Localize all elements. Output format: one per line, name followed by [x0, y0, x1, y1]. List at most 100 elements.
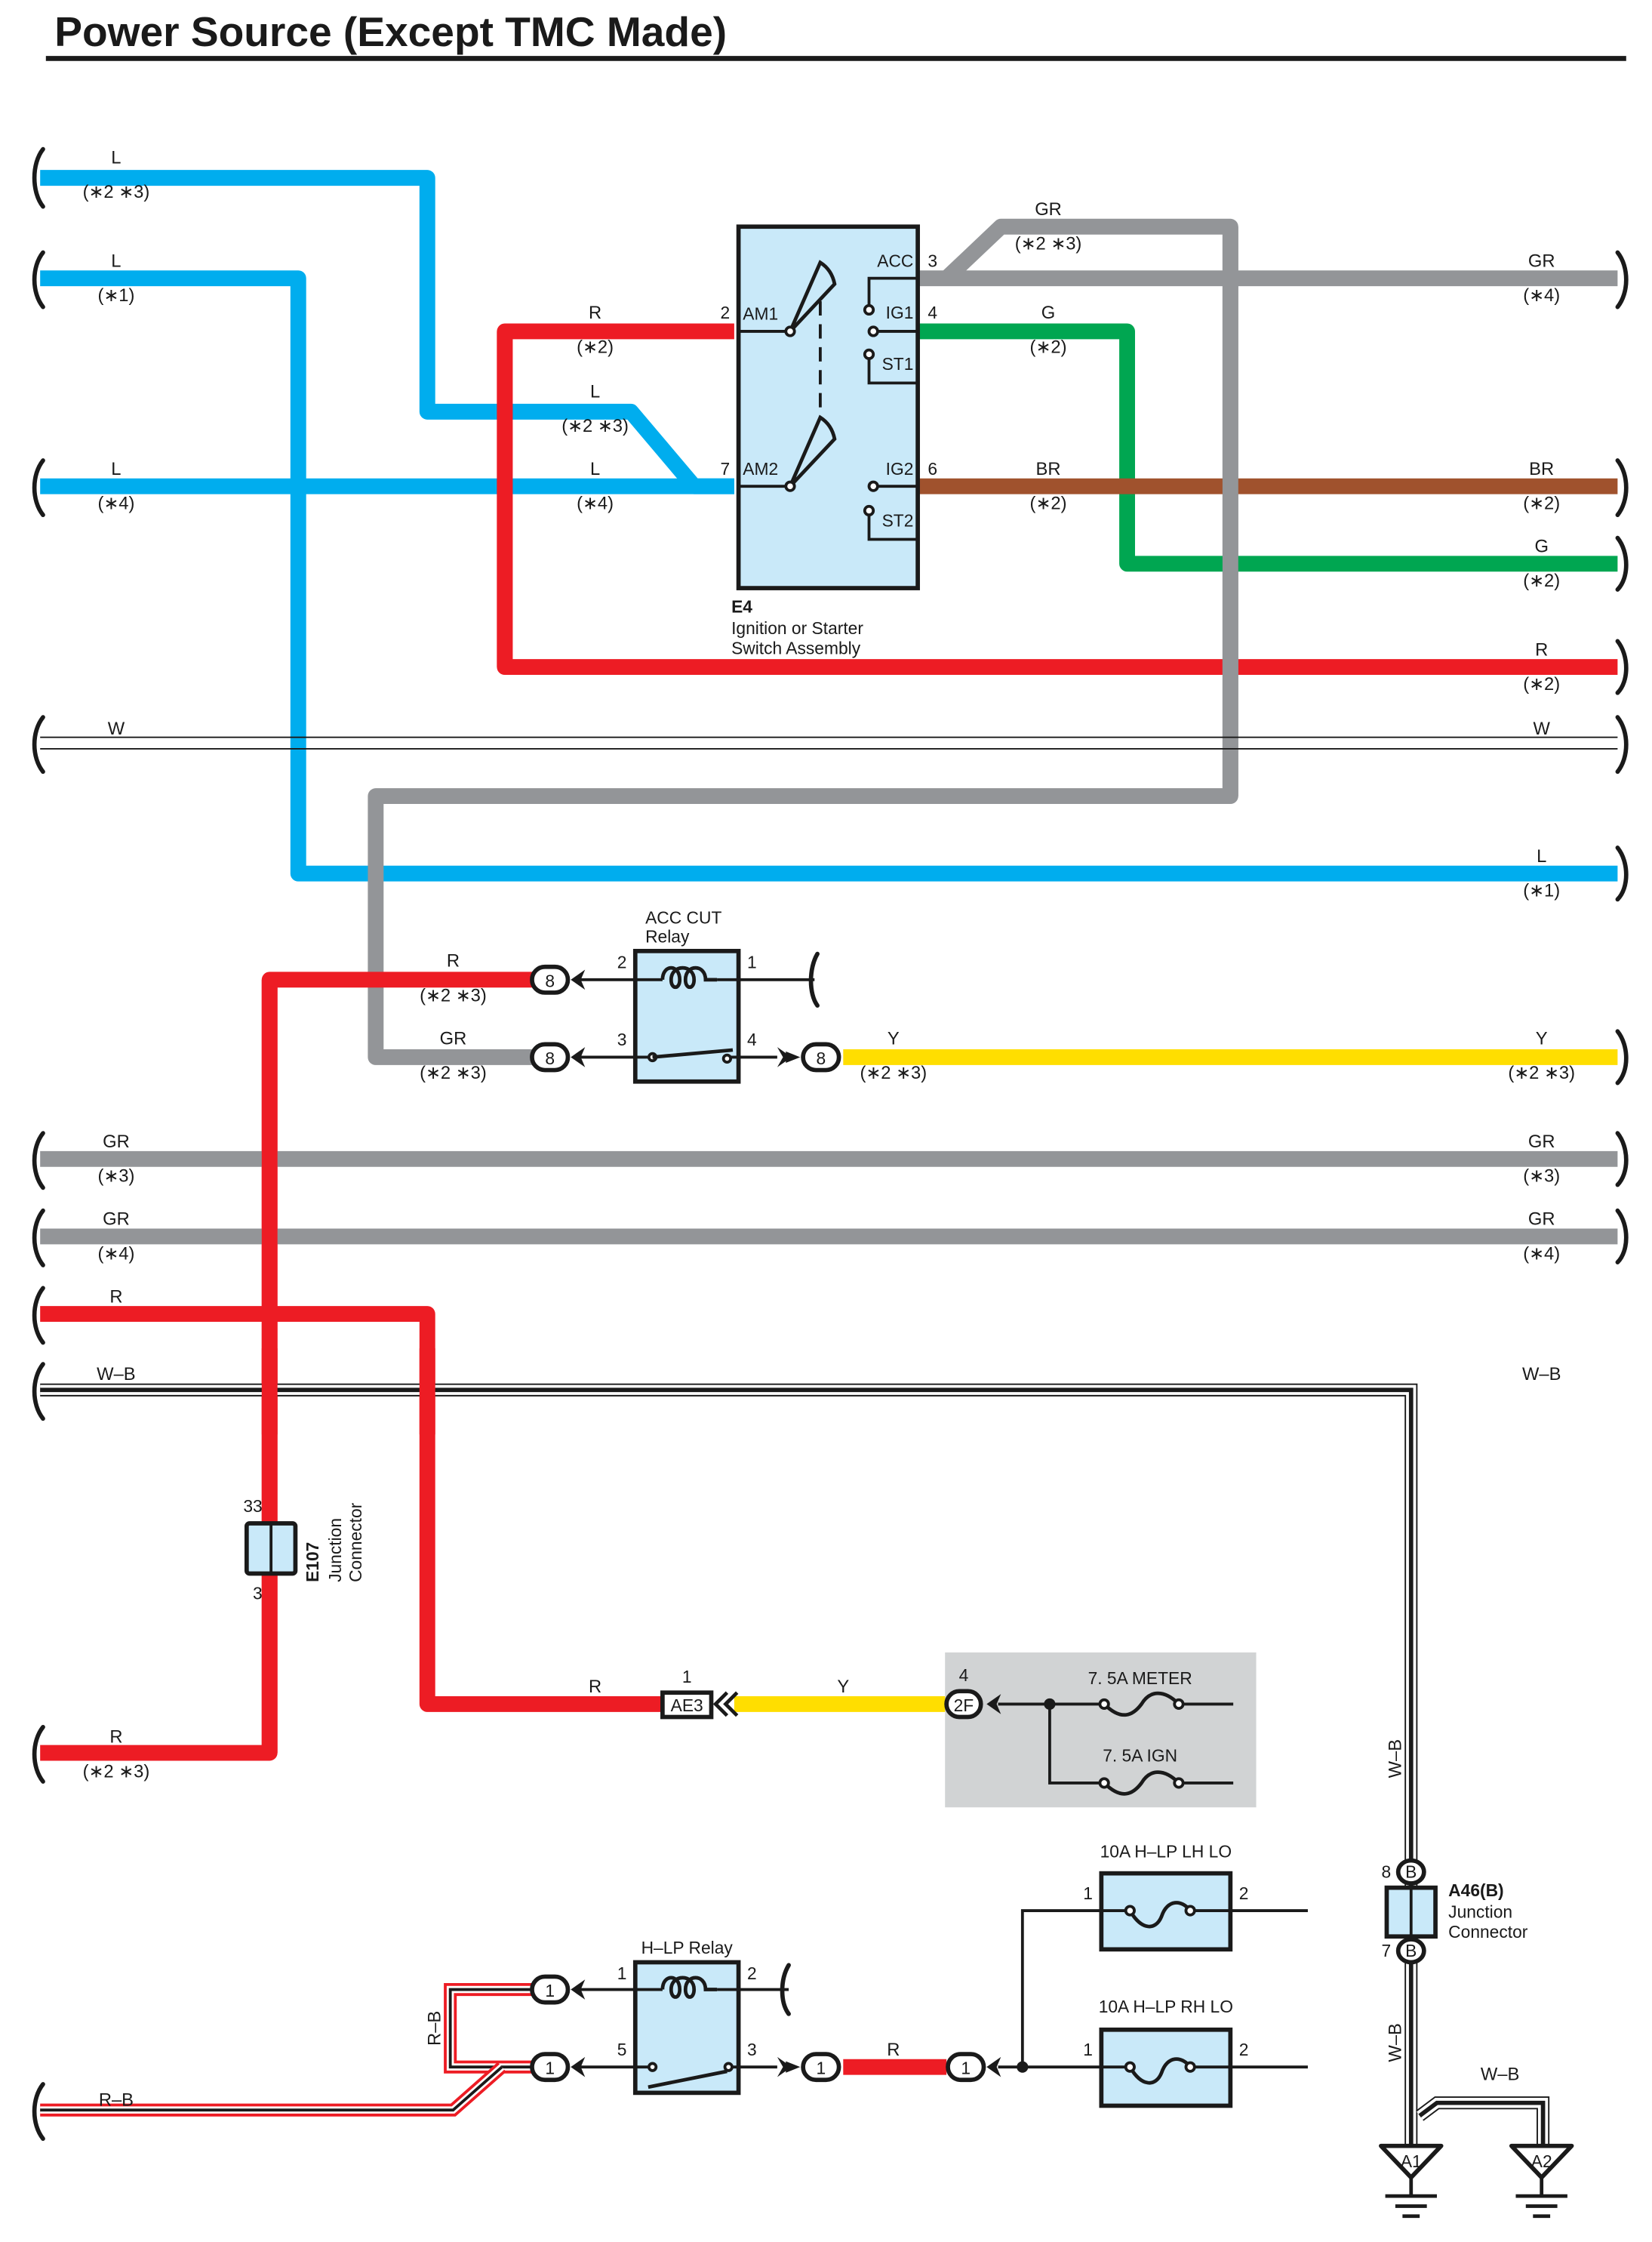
svg-text:(∗1): (∗1): [97, 285, 134, 306]
svg-text:W–B: W–B: [1481, 2064, 1519, 2084]
ground-icon: [1385, 2177, 1437, 2219]
fuse-meter-label: 7. 5A METER: [1088, 1668, 1192, 1688]
connector-1-c: 1: [777, 2052, 841, 2083]
junction-connector-e107[interactable]: 33 3 E107 Junction Connector: [243, 1496, 365, 1603]
svg-text:Y: Y: [888, 1028, 900, 1049]
svg-text:BR: BR: [1529, 459, 1554, 479]
a46-name-1: Junction: [1448, 1902, 1512, 1922]
svg-text:R–B: R–B: [424, 2011, 445, 2046]
a46-code: A46(B): [1448, 1880, 1503, 1900]
svg-text:GR: GR: [440, 1028, 467, 1049]
hlp-relay-name: H–LP Relay: [641, 1938, 734, 1957]
svg-text:R: R: [109, 1727, 122, 1748]
svg-text:1: 1: [545, 2059, 555, 2078]
e4-name-2: Switch Assembly: [731, 638, 861, 658]
hlp-pin-5: 5: [617, 2040, 627, 2059]
fuse-rh-pin1: 1: [1083, 2040, 1093, 2059]
svg-text:1: 1: [817, 2059, 826, 2078]
fuse-lh-pin1: 1: [1083, 1883, 1093, 1903]
svg-text:8: 8: [545, 971, 555, 990]
svg-text:W–B: W–B: [97, 1364, 135, 1384]
connector-1-a: 1: [530, 1974, 586, 2005]
wire-labels: L (∗2 ∗3) L (∗1) L (∗4) R (∗2) L (∗2 ∗3)…: [83, 148, 1575, 2111]
svg-text:(∗4): (∗4): [97, 494, 134, 514]
acc-cut-relay-name-1: ACC CUT: [645, 908, 721, 928]
ignition-switch-e4[interactable]: AM1 AM2 ACC IG1 ST1 IG2 ST2 2 7 3 4 6 E4…: [721, 224, 938, 658]
ae3-pin: 1: [682, 1667, 692, 1686]
svg-text:G: G: [1534, 537, 1548, 557]
svg-text:Y: Y: [1536, 1028, 1548, 1049]
terminal-st1: ST1: [882, 354, 914, 374]
hlp-relay[interactable]: H–LP Relay 1 2 5 3: [576, 1938, 789, 2096]
svg-text:R: R: [109, 1286, 122, 1307]
fuse-hlp-lh-lo[interactable]: 10A H–LP LH LO 1 2: [1083, 1842, 1308, 1952]
svg-text:(∗4): (∗4): [1523, 285, 1560, 306]
svg-text:L: L: [590, 381, 600, 402]
ground-a1: A1: [1379, 2143, 1444, 2219]
svg-text:(∗3): (∗3): [1523, 1166, 1560, 1187]
svg-text:L: L: [111, 148, 121, 168]
svg-text:GR: GR: [1528, 1132, 1555, 1152]
terminal-acc: ACC: [877, 251, 913, 270]
pin-am1: 2: [721, 303, 731, 322]
connector-1-b: 1: [530, 2052, 586, 2083]
page-title: Power Source (Except TMC Made): [54, 8, 727, 55]
e4-name-1: Ignition or Starter: [731, 618, 863, 638]
svg-text:(∗2): (∗2): [1523, 674, 1560, 694]
wire-L-1: [40, 270, 1618, 882]
svg-text:BR: BR: [1036, 459, 1061, 479]
splice-dot: [1017, 2061, 1029, 2073]
fuse-hlp-rh-lo[interactable]: 10A H–LP RH LO 1 2: [1083, 1997, 1308, 2108]
terminal-am2: AM2: [743, 459, 778, 479]
connector-2f-pin: 4: [959, 1665, 969, 1685]
pin-acc: 3: [928, 251, 937, 270]
svg-text:(∗2 ∗3): (∗2 ∗3): [1015, 234, 1082, 254]
pin-3: 3: [617, 1030, 627, 1049]
ground-a2: A2: [1509, 2143, 1574, 2219]
svg-text:(∗2): (∗2): [1523, 571, 1560, 591]
a46-pin-bottom: 7: [1381, 1941, 1391, 1960]
fuse-lh-pin2: 2: [1239, 1883, 1249, 1903]
a46-connector-top: B: [1405, 1862, 1417, 1881]
e107-code: E107: [303, 1542, 322, 1582]
fuse-rh-name: 10A H–LP RH LO: [1099, 1997, 1233, 2016]
svg-text:(∗2): (∗2): [577, 337, 614, 357]
wire-WB-ground: [1416, 2096, 1550, 2145]
junction-connector-a46[interactable]: B B 8 7 A46(B) Junction Connector: [1381, 1858, 1528, 1965]
terminal-am1: AM1: [743, 304, 778, 324]
svg-text:W–B: W–B: [1385, 1739, 1405, 1778]
fuse-block[interactable]: 2F 4 7. 5A METER 7. 5A IGN: [944, 1652, 1257, 1808]
svg-text:GR: GR: [103, 1132, 130, 1152]
acc-cut-relay-name-2: Relay: [645, 926, 690, 946]
acc-cut-relay[interactable]: ACC CUT Relay 2 1 3 4: [576, 908, 815, 1084]
ground-a1-label: A1: [1401, 2151, 1422, 2171]
title-underline: [45, 56, 1626, 61]
pin-am2: 7: [721, 459, 731, 479]
hlp-pin-2: 2: [747, 1963, 757, 1983]
svg-text:8: 8: [817, 1049, 826, 1068]
svg-text:L: L: [1537, 846, 1546, 867]
svg-text:(∗2 ∗3): (∗2 ∗3): [860, 1063, 927, 1083]
terminal-ig1: IG1: [886, 303, 914, 322]
svg-text:(∗2): (∗2): [1523, 494, 1560, 514]
connector-ae3[interactable]: AE3 1: [660, 1667, 739, 1720]
svg-text:Y: Y: [837, 1677, 849, 1697]
pin-ig1: 4: [928, 303, 937, 322]
terminal-st2: ST2: [882, 510, 914, 530]
svg-text:(∗3): (∗3): [97, 1166, 134, 1187]
svg-text:(∗2 ∗3): (∗2 ∗3): [420, 985, 487, 1006]
a46-connector-bottom: B: [1405, 1941, 1417, 1960]
svg-text:(∗4): (∗4): [577, 494, 614, 514]
wire-G-2: [918, 323, 1618, 572]
hlp-feed-wire: [998, 1909, 1102, 2069]
svg-text:(∗1): (∗1): [1523, 881, 1560, 901]
svg-text:GR: GR: [1528, 1209, 1555, 1230]
svg-text:W–B: W–B: [1522, 1364, 1561, 1384]
ground-icon: [1515, 2177, 1567, 2219]
svg-text:(∗2 ∗3): (∗2 ∗3): [561, 416, 629, 436]
wire-RB: [40, 1983, 534, 2117]
svg-text:G: G: [1041, 303, 1055, 323]
svg-text:R: R: [589, 303, 601, 323]
svg-text:(∗2 ∗3): (∗2 ∗3): [83, 1761, 150, 1782]
